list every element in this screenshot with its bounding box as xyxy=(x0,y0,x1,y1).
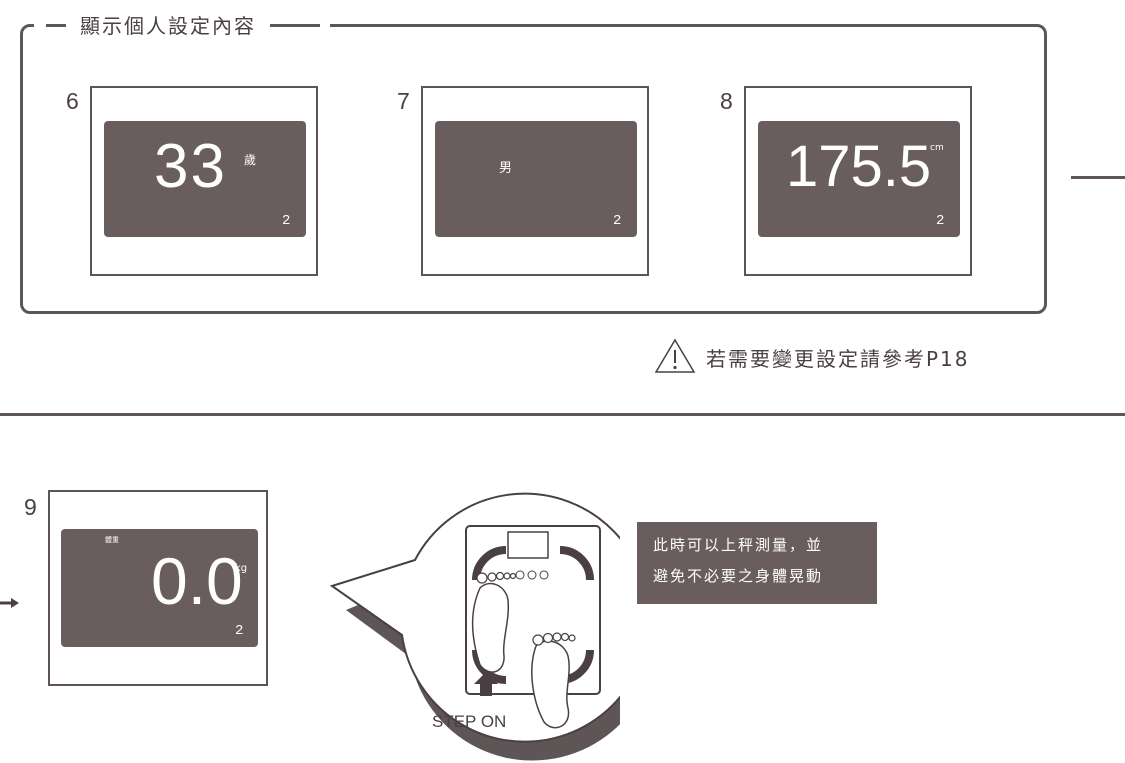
connector-line xyxy=(1071,176,1125,179)
device-step-9: 體重 0.0 kg 2 xyxy=(48,490,268,686)
lcd-screen: 體重 0.0 kg 2 xyxy=(61,529,258,647)
step-number-8: 8 xyxy=(720,88,733,114)
age-value: 33 xyxy=(154,132,227,201)
gender-value: 男 xyxy=(499,161,513,176)
lcd-screen: 33 歲 2 xyxy=(104,121,306,237)
lcd-screen: 男 2 xyxy=(435,121,637,237)
user-number: 2 xyxy=(613,213,622,229)
device-step-6: 33 歲 2 xyxy=(90,86,318,276)
device-step-8: 175.5 cm 2 xyxy=(744,86,972,276)
user-number: 2 xyxy=(936,213,945,229)
weight-label: 體重 xyxy=(105,536,119,544)
height-unit: cm xyxy=(930,143,944,153)
section-divider xyxy=(0,413,1125,416)
step-on-label: STEP ON xyxy=(432,712,507,731)
callout-line-1: 此時可以上秤測量，並 xyxy=(653,536,824,554)
speech-bubble xyxy=(329,492,620,761)
instruction-callout: 此時可以上秤測量，並 避免不必要之身體晃動 xyxy=(637,522,877,604)
step-number-6: 6 xyxy=(66,88,79,114)
user-number: 2 xyxy=(235,623,244,639)
settings-frame xyxy=(20,24,1047,314)
weight-value: 0.0 xyxy=(151,544,243,618)
settings-title: 顯示個人設定內容 xyxy=(66,10,270,39)
user-number: 2 xyxy=(282,213,291,229)
step-number-9: 9 xyxy=(24,494,37,520)
callout-line-2: 避免不必要之身體晃動 xyxy=(653,567,824,585)
weight-unit: kg xyxy=(235,563,248,574)
title-right-gap xyxy=(320,24,330,27)
lcd-screen: 175.5 cm 2 xyxy=(758,121,960,237)
warning-text: 若需要變更設定請參考P18 xyxy=(706,347,970,371)
left-arrow-stub-icon xyxy=(0,598,19,608)
device-step-7: 男 2 xyxy=(421,86,649,276)
title-left-dash xyxy=(46,24,72,27)
step-number-7: 7 xyxy=(397,88,410,114)
age-unit: 歲 xyxy=(244,153,257,167)
warning-triangle-icon xyxy=(654,338,696,373)
height-value: 175.5 xyxy=(786,134,932,199)
